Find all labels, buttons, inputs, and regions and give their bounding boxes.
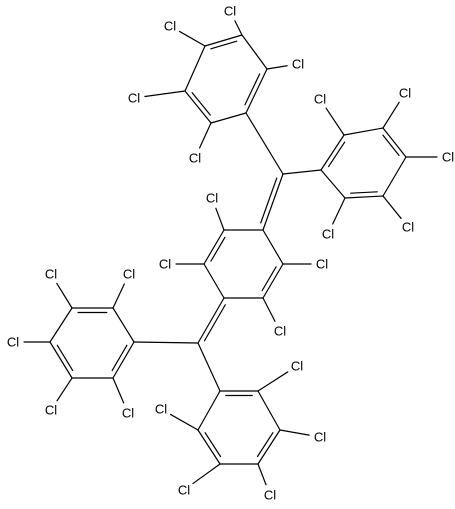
bond-d6-cl — [169, 413, 199, 431]
chlorine-label: Cl — [274, 324, 286, 339]
bond-b2-cl — [325, 107, 345, 136]
bond-x2-c1 — [133, 341, 199, 344]
bond-d4-cl — [257, 463, 267, 486]
bond-c6-cl — [112, 377, 125, 404]
double-bond-a3-a4 — [210, 40, 238, 50]
bond-a1-a2 — [245, 68, 268, 114]
bond-x1-q1 — [262, 173, 284, 231]
bond-c3-c4 — [49, 307, 73, 343]
bond-d6-d1 — [197, 390, 221, 431]
bond-c2-cl — [112, 283, 125, 309]
bond-c6-c1 — [112, 341, 135, 379]
chlorine-label: Cl — [189, 151, 201, 166]
bond-a2-a3 — [241, 34, 268, 70]
bond-q5-q6 — [262, 263, 284, 299]
double-bond-q5-q6 — [261, 266, 277, 292]
chlorine-label: Cl — [128, 91, 140, 106]
chlorine-label: Cl — [264, 488, 276, 503]
bond-a5-a6 — [184, 90, 212, 124]
bond-a3-a4 — [204, 34, 243, 47]
bond-a6-cl — [198, 122, 212, 149]
chlorine-label: Cl — [45, 267, 57, 282]
chlorine-label: Cl — [164, 19, 176, 34]
bond-b4-b5 — [382, 156, 407, 197]
bond-q2-cl — [215, 207, 225, 231]
bond-b1-x1 — [282, 169, 322, 175]
double-bond-x1-q1 — [260, 177, 278, 224]
double-bond-c4-c5 — [56, 344, 74, 372]
bond-d5-cl — [192, 463, 221, 485]
bond-a2-cl — [266, 65, 288, 70]
double-bond-b3-b4 — [382, 134, 400, 156]
chlorine-label: Cl — [122, 406, 134, 421]
bond-c4-c5 — [49, 341, 73, 379]
chlorine-label: Cl — [159, 257, 171, 272]
bond-x2-d1 — [197, 342, 221, 392]
bond-a3-cl — [234, 20, 243, 36]
bond-layer — [23, 20, 438, 486]
bond-q3-q4 — [203, 263, 225, 299]
chlorine-label: Cl — [123, 267, 135, 282]
chlorine-label: Cl — [292, 57, 304, 72]
chlorine-label: Cl — [224, 4, 236, 19]
bond-b2-b3 — [343, 127, 384, 136]
bond-d2-cl — [257, 371, 289, 392]
bond-b5-b6 — [344, 195, 384, 199]
bond-q2-q3 — [203, 229, 225, 265]
bond-q6-q1 — [262, 229, 284, 265]
chlorine-label: Cl — [314, 430, 326, 445]
double-bond-d3-d4 — [256, 432, 274, 458]
bond-d2-d3 — [257, 390, 281, 431]
chlorine-label: Cl — [291, 359, 303, 374]
bond-b3-cl — [382, 101, 400, 129]
chlorine-label: Cl — [316, 257, 328, 272]
chlorine-label: Cl — [178, 483, 190, 498]
chlorine-label: Cl — [7, 335, 19, 350]
chlorine-label: Cl — [442, 150, 454, 165]
double-bond-a5-a6 — [191, 92, 211, 116]
chlorine-label: Cl — [322, 227, 334, 242]
bond-d5-d6 — [197, 429, 221, 465]
double-bond-c6-c1 — [111, 344, 128, 372]
chlorine-label: Cl — [399, 86, 411, 101]
double-bond-b5-b6 — [350, 191, 378, 194]
bond-c1-c2 — [112, 307, 135, 343]
double-bond-d5-d6 — [204, 432, 222, 458]
bond-b1-b2 — [320, 134, 345, 171]
bond-c3-cl — [56, 282, 73, 309]
double-bond-q2-q3 — [210, 236, 226, 262]
bond-d3-cl — [279, 429, 310, 436]
bond-a4-a5 — [184, 45, 206, 92]
bond-a5-cl — [144, 90, 186, 98]
bond-a1-x1 — [245, 112, 284, 175]
double-bond-q4-x2 — [203, 304, 226, 342]
double-bond-b1-b2 — [327, 141, 346, 168]
bond-c5-cl — [56, 377, 73, 402]
chlorine-label: Cl — [155, 402, 167, 417]
bond-b6-b1 — [320, 169, 346, 199]
bond-q5-cl — [262, 297, 276, 322]
chlorine-label: Cl — [402, 220, 414, 235]
chlorine-label: Cl — [314, 92, 326, 107]
bond-b5-cl — [382, 195, 402, 220]
bond-a6-a1 — [210, 112, 247, 124]
bond-d3-d4 — [257, 429, 281, 465]
chlorine-label: Cl — [206, 191, 218, 206]
chlorine-label: Cl — [45, 403, 57, 418]
double-bond-a1-a2 — [244, 73, 261, 106]
bond-b6-cl — [332, 197, 346, 225]
bond-b3-b4 — [382, 127, 407, 158]
bond-q4-x2 — [197, 297, 225, 344]
bond-a4-cl — [178, 30, 206, 47]
